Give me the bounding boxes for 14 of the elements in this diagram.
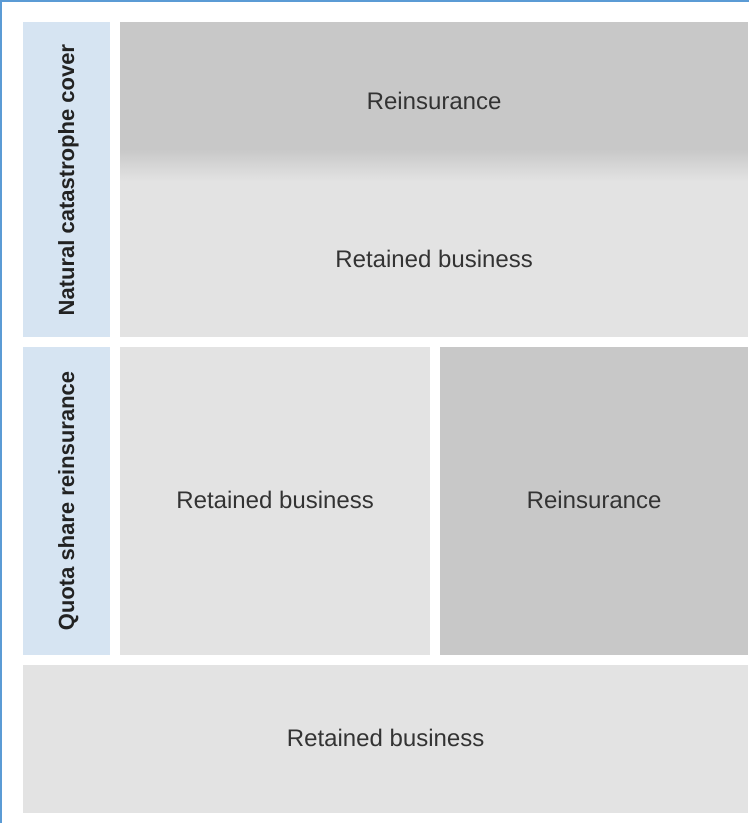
row-label-panel xyxy=(23,347,110,655)
row-label-panel xyxy=(23,22,110,337)
row-label: Quota share reinsurance xyxy=(53,371,80,631)
layer-label: Reinsurance xyxy=(366,88,502,116)
layer-box xyxy=(120,22,748,182)
layer-label: Reinsurance xyxy=(526,487,662,515)
layer-box xyxy=(23,665,748,813)
layer-label: Retained business xyxy=(335,246,533,274)
layer-box xyxy=(120,182,748,337)
layer-label: Retained business xyxy=(176,487,374,515)
layer-box xyxy=(440,347,748,655)
row-label: Natural catastrophe cover xyxy=(53,44,80,316)
layer-box xyxy=(120,347,430,655)
layer-label: Retained business xyxy=(286,725,484,753)
